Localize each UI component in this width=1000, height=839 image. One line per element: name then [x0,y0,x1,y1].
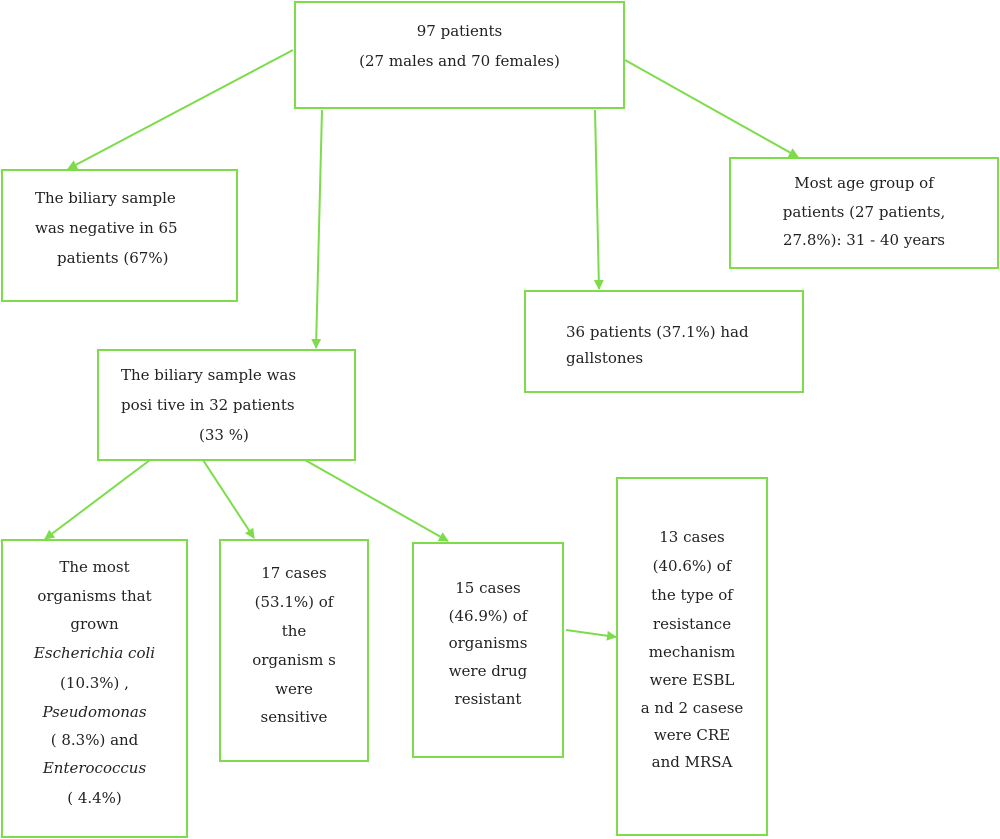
negative-node: The biliary sample was negative in 65 pa… [1,169,238,302]
sensitive-line: (53.1%) of [254,593,334,611]
positive-line: (33 %) [199,426,249,444]
organisms-line: The most [59,558,130,576]
sensitive-line: organism s [252,651,336,669]
mechanism-line: a nd 2 casese [640,699,744,717]
negative-line: The biliary sample [35,189,176,207]
resistant-line: organisms [448,634,528,652]
organism-name-enterococcus: Enterococcus [42,759,147,777]
arrow-positive-to-organisms [44,459,151,540]
arrow-root-to-negative [67,49,294,170]
mechanism-line: mechanism [648,643,736,661]
organisms-line: ( 8.3%) and [50,731,139,749]
age-line: 27.8%): 31 - 40 years [782,231,946,249]
resistant-line: (46.9%) of [448,607,528,625]
resistant-line: 15 cases [455,579,521,597]
sensitive-line: were [275,680,313,698]
mechanism-line: and MRSA [651,753,733,771]
positive-line: posi tive in 32 patients [121,396,295,414]
organisms-line: organisms that [37,587,152,605]
mechanism-line: resistance [652,615,732,633]
mechanism-line: 13 cases [659,528,725,546]
resistant-node: 15 cases (46.9%) of organisms were drug … [412,542,564,758]
age-group-node: Most age group of patients (27 patients,… [729,157,999,269]
resistant-line: resistant [454,690,522,708]
organism-name-escherichia: Escherichia coli [33,644,156,662]
arrow-positive-to-resistant [304,459,449,542]
positive-node: The biliary sample was posi tive in 32 p… [97,349,356,461]
positive-line: The biliary sample was [121,366,297,384]
organisms-line: ( 4.4%) [67,789,122,807]
sensitive-line: 17 cases [261,564,327,582]
arrow-root-to-gallstones [593,109,604,290]
arrow-resistant-to-mechanism [565,629,617,641]
sensitive-line: the [281,622,307,640]
sensitive-line: sensitive [260,708,328,726]
arrow-positive-to-sensitive [202,459,255,539]
organisms-line: grown [70,615,119,633]
mechanism-line: were CRE [653,726,731,744]
negative-line: was negative in 65 [35,219,178,237]
root-line: 97 patients [416,22,503,40]
negative-line: patients (67%) [57,249,169,267]
mechanism-line: were ESBL [649,671,735,689]
organisms-node: The most organisms that grown Escherichi… [1,539,188,838]
organism-name-pseudomonas: Pseudomonas [42,703,147,721]
arrow-root-to-age [624,59,799,158]
root-node: 97 patients (27 males and 70 females) [294,1,625,109]
gallstones-node: 36 patients (37.1%) had gallstones [524,290,804,393]
age-line: patients (27 patients, [782,203,946,221]
resistant-line: were drug [448,662,528,680]
gallstones-line: 36 patients (37.1%) had [566,323,749,341]
sensitive-node: 17 cases (53.1%) of the organism s were … [219,539,369,762]
gallstones-line: gallstones [566,349,644,367]
mechanism-node: 13 cases (40.6%) of the type of resistan… [616,477,768,836]
arrow-root-to-positive [311,109,323,349]
mechanism-line: (40.6%) of [652,557,732,575]
age-line: Most age group of [794,174,934,192]
mechanism-line: the type of [651,586,733,604]
root-line: (27 males and 70 females) [359,52,560,70]
organisms-line: (10.3%) , [60,674,129,692]
